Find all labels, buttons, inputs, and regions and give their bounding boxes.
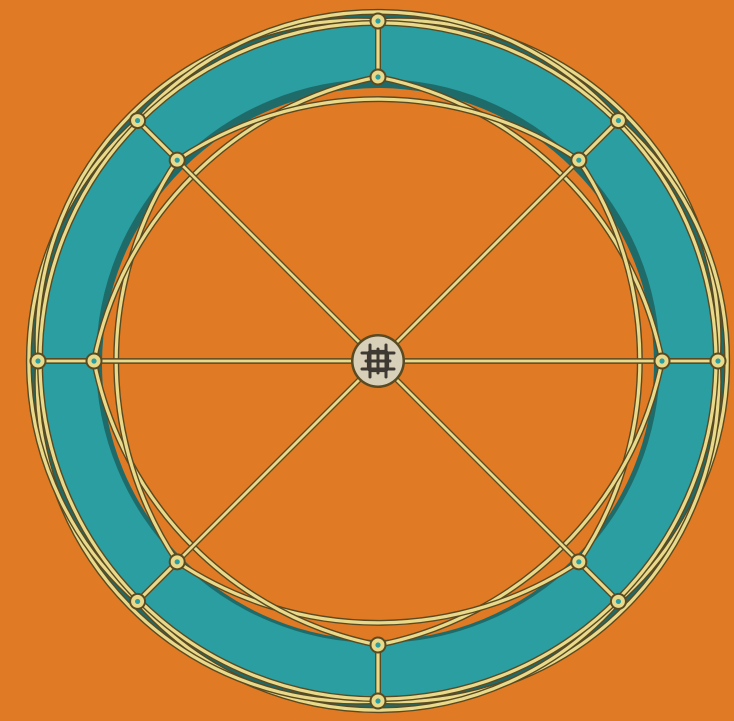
node-center	[135, 118, 140, 123]
node-center	[375, 18, 380, 23]
node-center	[35, 358, 40, 363]
node-center	[576, 559, 581, 564]
node-center	[375, 74, 380, 79]
node-center	[616, 599, 621, 604]
node-center	[659, 358, 664, 363]
node-center	[576, 158, 581, 163]
node-center	[91, 358, 96, 363]
node-center	[616, 118, 621, 123]
node-center	[375, 642, 380, 647]
node-center	[135, 599, 140, 604]
hub-knot	[351, 334, 405, 388]
node-center	[175, 559, 180, 564]
node-center	[715, 358, 720, 363]
node-center	[375, 698, 380, 703]
node-center	[175, 158, 180, 163]
